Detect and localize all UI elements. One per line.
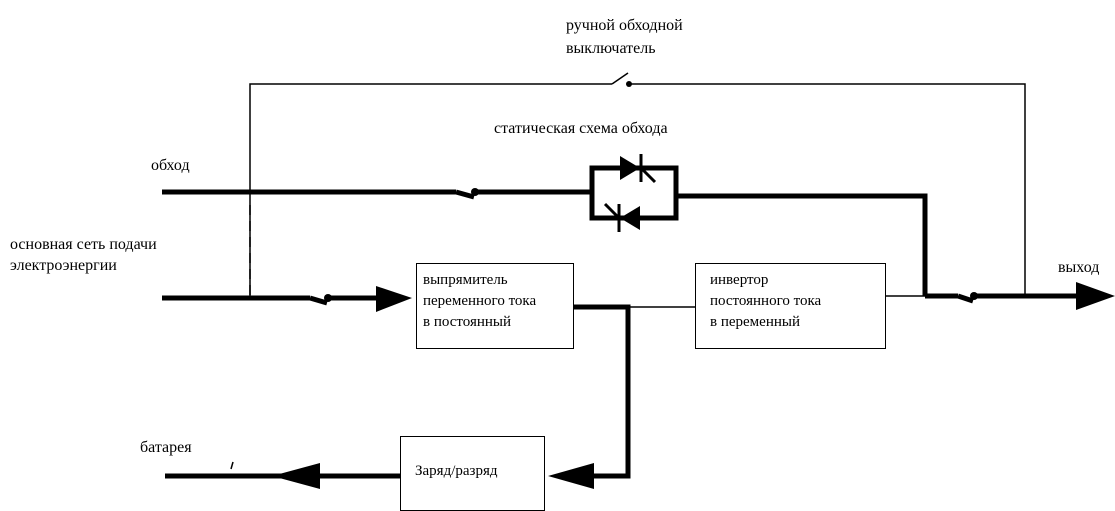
mains-input-line	[162, 295, 382, 306]
charger-block: Заряд/разряд	[400, 436, 545, 511]
battery-arrow-icon	[272, 463, 320, 489]
static-bypass-switch	[589, 154, 679, 232]
mains-input-label-line2: электроэнергии	[10, 257, 117, 274]
manual-bypass-label-line2: выключатель	[566, 40, 656, 57]
inverter-label-line2: постоянного тока	[710, 293, 822, 309]
output-switch-contact	[970, 292, 978, 300]
dc-to-charger-arrow-icon	[548, 463, 594, 489]
output-bus	[925, 293, 1080, 304]
mains-arrow-icon	[376, 286, 412, 312]
manual-bypass-switch-contact	[626, 81, 632, 87]
bypass-switch-contact	[471, 188, 479, 196]
static-bypass-label: статическая схема обхода	[494, 120, 668, 137]
manual-bypass-loop	[249, 72, 1026, 298]
static-bypass-output-line	[676, 193, 928, 296]
mains-input-label-line1: основная сеть подачи	[10, 236, 157, 253]
rectifier-label-line1: выпрямитель	[423, 272, 508, 288]
inverter-label-line3: в переменный	[710, 314, 800, 330]
manual-bypass-label-line1: ручной обходной	[566, 17, 683, 34]
thyristor-reverse-icon	[620, 206, 640, 230]
rectifier-label-line2: переменного тока	[423, 293, 537, 309]
dc-bus-line	[574, 304, 631, 479]
mains-switch-contact	[324, 294, 332, 302]
battery-label: батарея	[140, 439, 192, 456]
rectifier-block: выпрямитель переменного тока в постоянны…	[416, 263, 574, 349]
thyristor-forward-icon	[620, 156, 640, 180]
bypass-input-label: обход	[151, 157, 190, 174]
inverter-block: инвертор постоянного тока в переменный	[695, 263, 886, 349]
charger-label: Заряд/разряд	[415, 463, 498, 479]
inverter-label-line1: инвертор	[710, 272, 769, 288]
manual-bypass-switch-blade	[611, 72, 629, 85]
battery-tick-mark	[230, 461, 234, 470]
rectifier-label-line3: в постоянный	[423, 314, 512, 330]
output-label: выход	[1058, 259, 1100, 276]
output-arrow-icon	[1076, 282, 1115, 310]
bypass-input-line	[162, 189, 592, 200]
